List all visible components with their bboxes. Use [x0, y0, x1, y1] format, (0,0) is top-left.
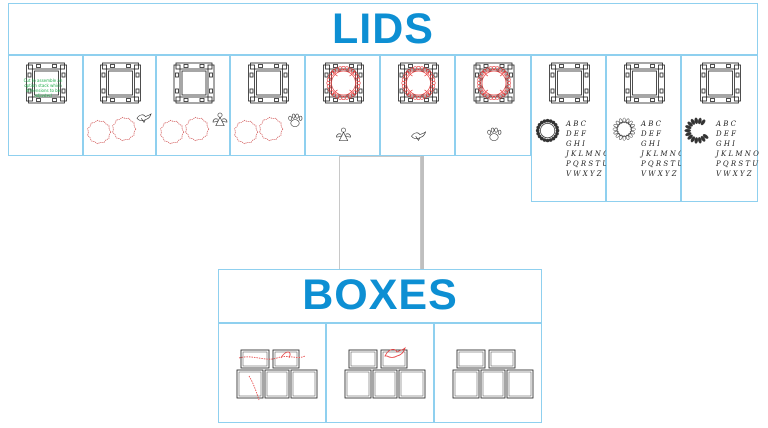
lids-title-panel: LIDS	[8, 3, 758, 55]
lid-cell	[455, 55, 531, 156]
lid-template-icon	[473, 62, 515, 141]
assembly-note: Cut to assemble an option stack which di…	[23, 78, 63, 98]
lid-cell	[83, 55, 156, 156]
lid-template-icon	[535, 62, 590, 143]
lid-cell: A B C D E F G H I J K L M N O P Q R S T …	[531, 55, 609, 202]
lid-cell	[230, 55, 305, 156]
lid-cell: Cut to assemble an option stack which di…	[8, 55, 83, 156]
box-cell	[434, 323, 542, 423]
lid-template-icon	[160, 62, 228, 145]
lid-cell	[380, 55, 455, 156]
box-cell	[218, 323, 326, 423]
lid-template-icon	[87, 62, 152, 145]
box-cell	[326, 323, 434, 423]
lid-cell	[305, 55, 380, 156]
lid-template-icon	[398, 62, 439, 141]
box-template-icon	[236, 349, 318, 401]
lid-template-icon	[684, 62, 741, 144]
lids-title: LIDS	[332, 5, 434, 53]
boxes-title: BOXES	[302, 271, 458, 319]
lid-cell	[156, 55, 230, 156]
alphabet-letters: A B C D E F G H I J K L M N O P Q R S T …	[641, 120, 684, 178]
lid-template-icon	[26, 62, 67, 104]
lid-template-icon	[323, 62, 364, 141]
lid-template-icon	[612, 62, 665, 141]
lid-cell: A B C D E F G H I J K L M N O P Q R S T …	[606, 55, 684, 202]
connector-card	[339, 156, 421, 270]
alphabet-letters: A B C D E F G H I J K L M N O P Q R S T …	[716, 120, 759, 178]
lid-cell: A B C D E F G H I J K L M N O P Q R S T …	[681, 55, 759, 202]
box-template-icon	[452, 349, 534, 399]
lid-template-icon	[234, 62, 303, 145]
boxes-title-panel: BOXES	[218, 269, 542, 323]
box-template-icon	[344, 346, 426, 399]
alphabet-letters: A B C D E F G H I J K L M N O P Q R S T …	[566, 120, 609, 178]
